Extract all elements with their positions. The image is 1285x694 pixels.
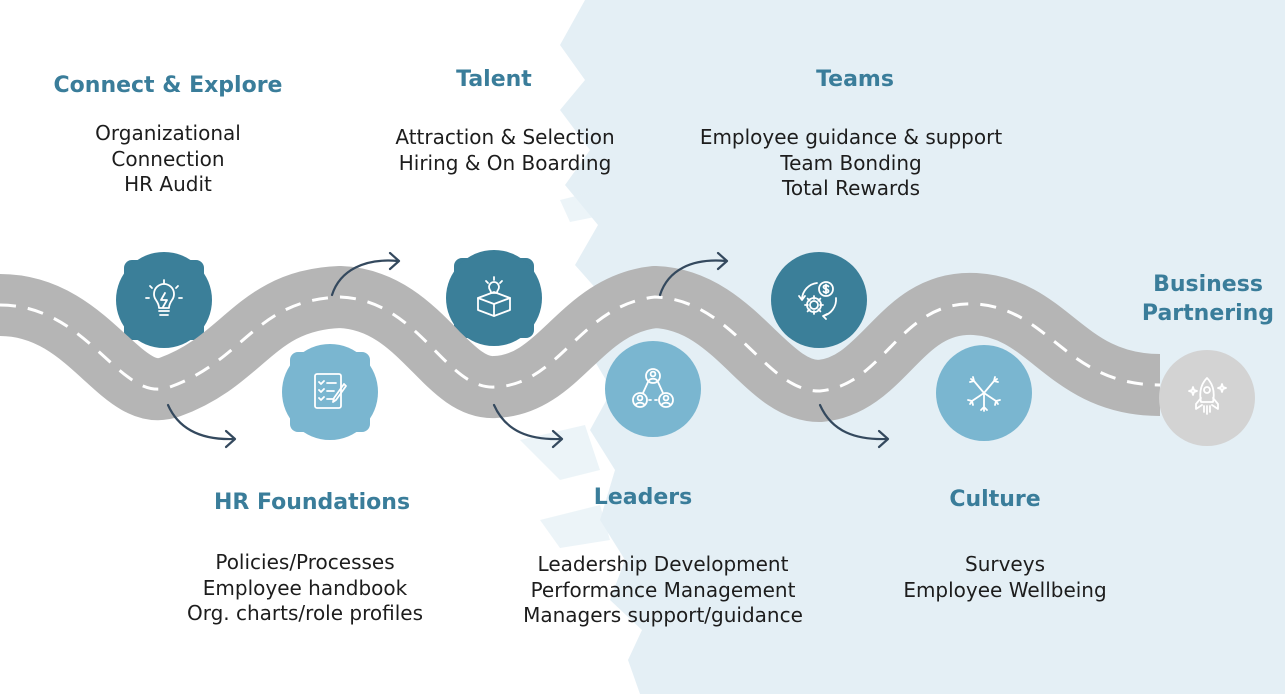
stage-item: Organizational (95, 121, 241, 145)
stage-title-connect-explore: Connect & Explore (53, 73, 283, 98)
stage-title-talent: Talent (456, 67, 532, 92)
stage-item: Performance Management (530, 577, 796, 602)
stage-items-teams: Employee guidance & support Team Bonding… (690, 125, 1012, 202)
lightbulb-bolt-icon (116, 252, 212, 348)
stage-item: Policies/Processes (215, 550, 395, 574)
stage-title-teams: Teams (816, 67, 894, 92)
arrow-up-2 (658, 251, 729, 297)
arrow-down-3 (818, 403, 890, 449)
rocket-icon (1159, 350, 1255, 446)
stage-item: Team Bonding (780, 150, 922, 175)
stage-items-culture: Surveys Employee Wellbeing (885, 552, 1125, 603)
arrow-down-2 (492, 403, 564, 449)
stage-title-business-partnering: Business Partnering (1135, 270, 1281, 328)
arrow-down-1 (166, 403, 237, 449)
gear-dollar-cycle-icon (771, 252, 867, 348)
hands-together-icon (936, 345, 1032, 441)
stage-item: Hiring & On Boarding (398, 150, 612, 175)
stage-item: Total Rewards (782, 176, 920, 200)
stage-item: Org. charts/role profiles (186, 601, 423, 625)
arrow-up-1 (330, 251, 401, 297)
network-people-icon (605, 341, 701, 437)
stage-item: Surveys (965, 552, 1045, 576)
stage-title-line: Business (1153, 272, 1263, 297)
stage-items-leaders: Leadership Development Performance Manag… (513, 552, 813, 629)
road (0, 265, 1162, 422)
stage-item: Leadership Development (537, 552, 789, 576)
stage-item: Connection (111, 146, 225, 171)
stage-title-culture: Culture (949, 487, 1041, 512)
stage-item: Employee Wellbeing (903, 577, 1107, 602)
stage-item: HR Audit (124, 172, 212, 196)
stage-item: Attraction & Selection (395, 125, 615, 149)
stage-title-hr-foundations: HR Foundations (213, 490, 411, 515)
stage-item: Employee guidance & support (699, 125, 1003, 149)
stage-item: Managers support/guidance (523, 603, 803, 627)
stage-items-connect-explore: Organizational Connection HR Audit (48, 121, 288, 198)
stage-items-hr-foundations: Policies/Processes Employee handbook Org… (175, 550, 435, 627)
box-lightbulb-icon (446, 250, 542, 346)
stage-title-leaders: Leaders (593, 485, 693, 510)
stage-title-line: Partnering (1141, 301, 1275, 326)
splash-streak (520, 190, 610, 548)
flow-arrows (166, 251, 890, 449)
road-center-dash (0, 295, 1161, 393)
stage-items-talent: Attraction & Selection Hiring & On Board… (385, 125, 625, 176)
checklist-pencil-icon (282, 344, 378, 440)
stage-item: Employee handbook (202, 575, 408, 600)
